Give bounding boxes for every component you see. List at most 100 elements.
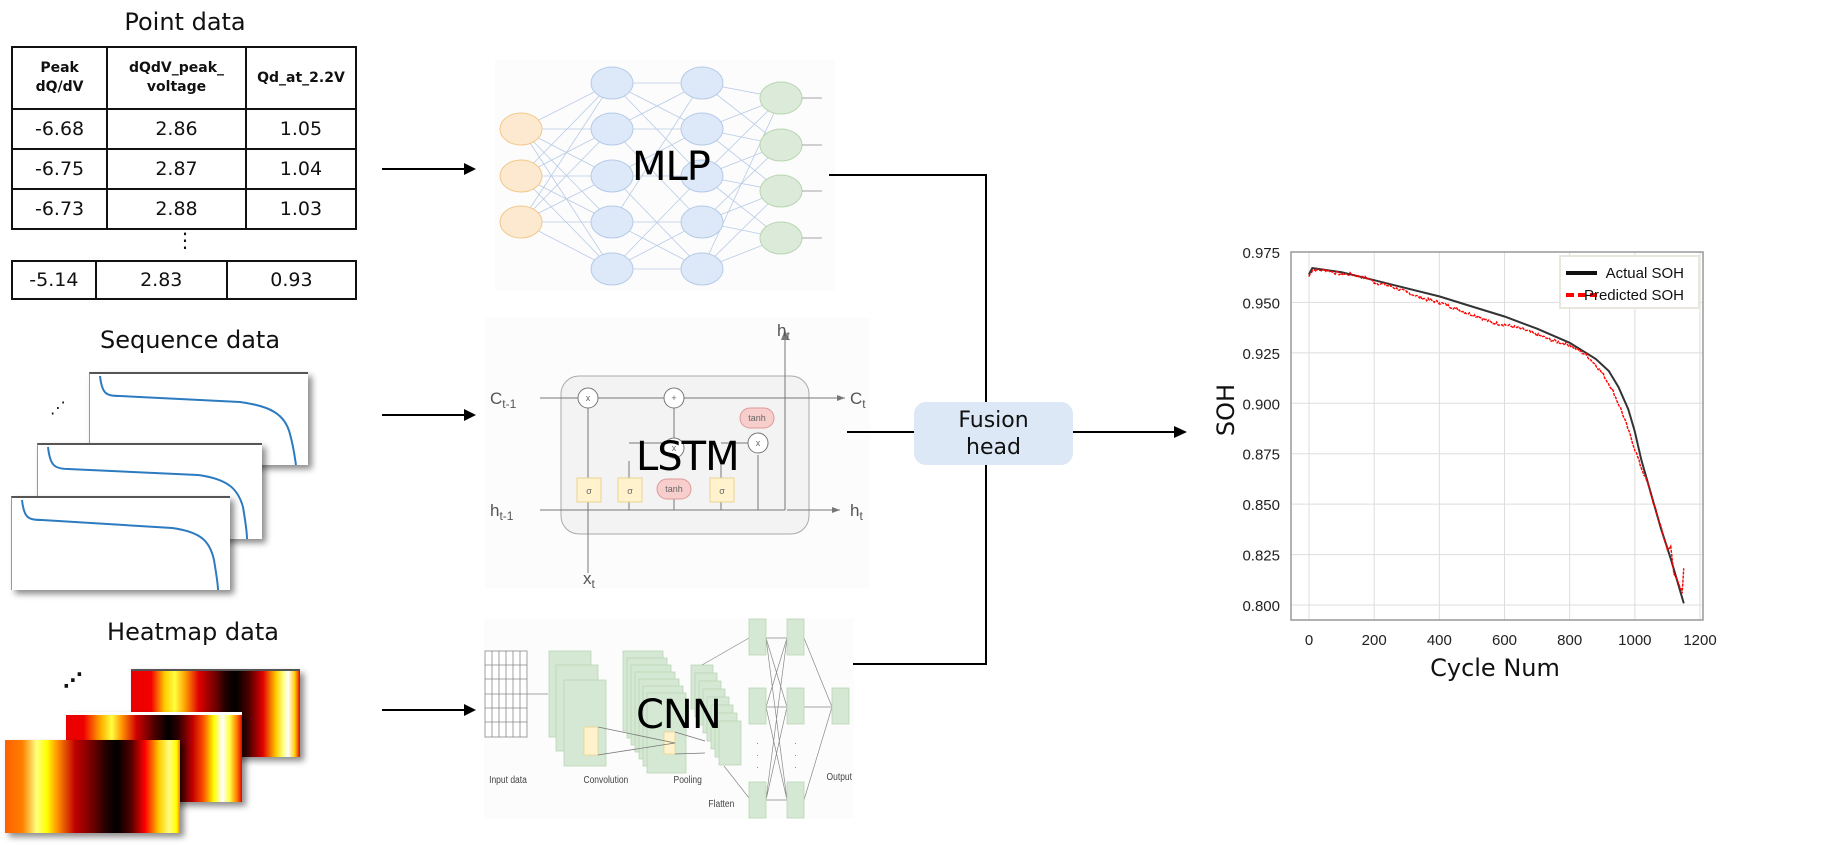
predicted-point <box>1324 269 1326 271</box>
actual-point <box>1311 267 1313 269</box>
y-tick-label: 0.925 <box>1242 346 1280 363</box>
predicted-point <box>1536 334 1538 336</box>
table-cell: 2.86 <box>106 108 247 150</box>
table-cell: -6.75 <box>10 148 109 190</box>
predicted-point <box>1630 438 1633 441</box>
svg-text:·: · <box>794 762 797 772</box>
predicted-point <box>1681 592 1683 594</box>
predicted-point <box>1422 297 1424 299</box>
y-tick-label: 0.875 <box>1242 447 1280 464</box>
tanh-text: tanh <box>665 484 683 494</box>
actual-point <box>1340 271 1343 273</box>
sequence-ellipsis: ⋰ <box>50 398 66 417</box>
heatmap-ellipsis: ⋰ <box>63 668 83 692</box>
convolution-maps <box>548 650 607 767</box>
mlp-connections <box>520 82 782 270</box>
heatmap-data-title: Heatmap data <box>107 618 279 646</box>
svg-text:·: · <box>756 738 759 748</box>
cnn-block: ··· ··· Input data Convolution Pooling F… <box>484 618 854 819</box>
predicted-point <box>1477 315 1480 318</box>
predicted-point <box>1673 572 1675 574</box>
hidden-node <box>590 112 634 146</box>
cnn-stage-label: Pooling <box>674 774 702 785</box>
multiply-op <box>663 437 685 459</box>
point-data-title: Point data <box>124 8 246 36</box>
hidden-node <box>680 159 724 193</box>
plus-symbol: + <box>671 393 676 403</box>
arrow-icon <box>382 409 476 421</box>
actual-point <box>1503 315 1506 318</box>
hidden-node <box>590 159 634 193</box>
svg-text:·: · <box>756 750 759 760</box>
x-tick-label: 800 <box>1557 632 1582 649</box>
column-header: Peak dQ/dV <box>10 46 109 110</box>
predicted-point <box>1660 525 1662 527</box>
predicted-point <box>1373 281 1375 283</box>
lstm-gates <box>576 407 775 503</box>
hidden-node <box>680 252 724 286</box>
predicted-point <box>1406 291 1408 293</box>
predicted-point <box>1367 277 1369 279</box>
mult-symbol: x <box>756 438 761 448</box>
x-tick-label: 1000 <box>1618 632 1651 649</box>
mlp-network-diagram <box>499 66 822 286</box>
x-tick-label: 1200 <box>1683 632 1716 649</box>
dense-layers <box>748 618 850 819</box>
sequence-plot-front <box>11 496 230 591</box>
column-header: dQdV_peak_ voltage <box>106 46 247 110</box>
multiply-op <box>747 432 769 454</box>
mlp-label: MLP <box>632 144 711 190</box>
y-axis-label: SOH <box>1212 384 1240 436</box>
actual-point <box>1608 370 1610 372</box>
y-tick-label: 0.850 <box>1242 497 1280 514</box>
mult-symbol: x <box>672 443 677 453</box>
predicted-point <box>1520 328 1522 330</box>
dense-ellipsis: ··· ··· <box>756 738 797 772</box>
mlp-block <box>495 60 835 290</box>
x-tick-label: 400 <box>1427 632 1452 649</box>
plot-frame <box>1290 251 1704 621</box>
predicted-point <box>1640 467 1642 469</box>
table-cell: 1.05 <box>244 108 358 150</box>
table-cell: 1.04 <box>244 148 358 190</box>
actual-point <box>1683 602 1685 604</box>
table-row: -6.75 2.87 1.04 <box>10 148 358 190</box>
predicted-point <box>1647 483 1649 485</box>
arrow-icon <box>382 163 476 175</box>
mult-symbol: x <box>586 393 591 403</box>
discharge-curve <box>47 446 248 540</box>
cnn-stage-label: Flatten <box>708 798 734 809</box>
actual-point <box>1627 408 1629 410</box>
predicted-point <box>1340 273 1343 275</box>
actual-point <box>1640 459 1642 461</box>
arrow-icon <box>382 704 476 716</box>
predicted-point <box>1311 269 1313 271</box>
svg-text:·: · <box>794 750 797 760</box>
input-grid <box>484 650 528 738</box>
y-tick-label: 0.975 <box>1242 245 1280 262</box>
predicted-point <box>1595 364 1597 366</box>
chart-legend: Actual SOH Predicted SOH <box>1559 255 1700 309</box>
table-cell: -6.68 <box>10 108 109 150</box>
column-header: Qd_at_2.2V <box>244 46 358 110</box>
actual-point <box>1569 342 1571 344</box>
table-cell: 2.83 <box>94 260 228 300</box>
predicted-point <box>1503 324 1506 326</box>
hidden-node <box>680 66 724 100</box>
input-node <box>499 159 543 193</box>
x-tick-label: 200 <box>1362 632 1387 649</box>
mlp-hidden-layer-2 <box>680 66 724 286</box>
y-tick-label: 0.950 <box>1242 295 1280 312</box>
x-in-label: xt <box>583 569 596 588</box>
svg-text:·: · <box>794 738 797 748</box>
c-prev-label: Ct-1 <box>490 389 517 411</box>
sigma-symbol: σ <box>586 486 592 496</box>
actual-point <box>1660 527 1662 529</box>
point-data-last-row-table: -5.14 2.83 0.93 <box>11 260 358 300</box>
sigma-symbol: σ <box>627 486 633 496</box>
mlp-output-arrows <box>802 97 822 239</box>
lstm-label: LSTM <box>636 434 740 480</box>
actual-point <box>1438 295 1440 297</box>
flatten-stack <box>690 664 742 766</box>
